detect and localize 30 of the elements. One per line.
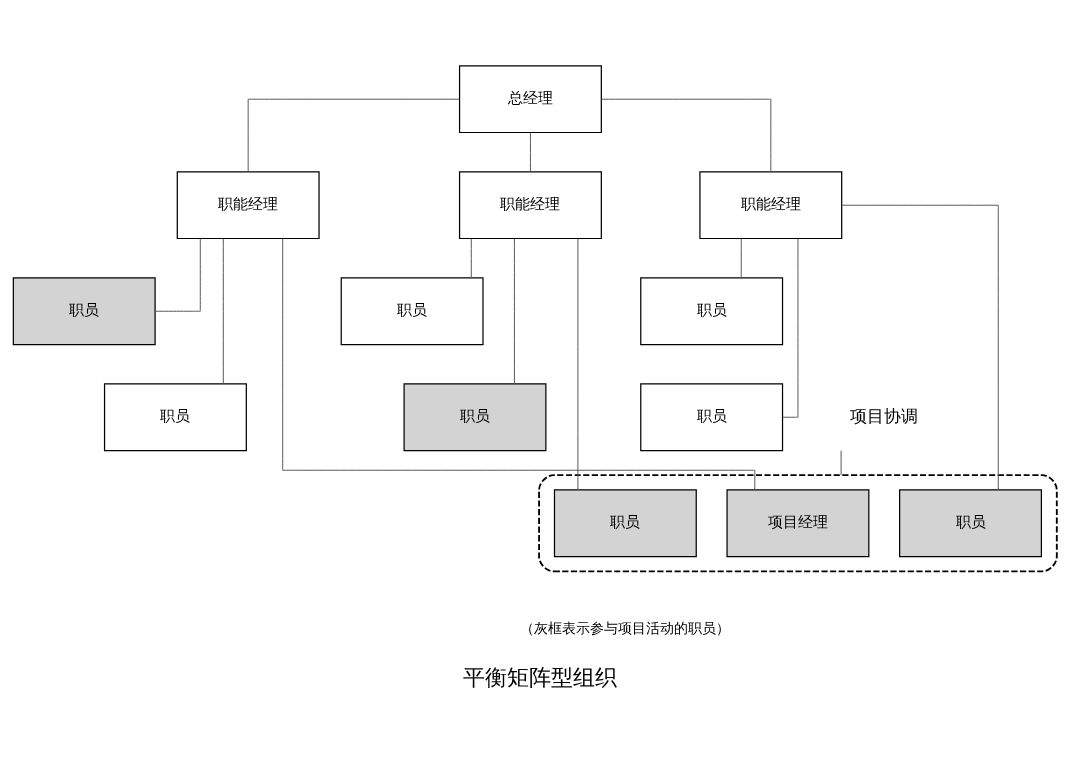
node-box: 职员 xyxy=(553,489,697,558)
connector xyxy=(154,238,201,312)
connector xyxy=(470,238,472,279)
connector xyxy=(841,204,999,491)
connector xyxy=(740,238,742,279)
node-box: 职员 xyxy=(340,277,484,346)
node-box: 职能经理 xyxy=(176,171,320,240)
node-box: 项目经理 xyxy=(726,489,870,558)
connector xyxy=(529,132,531,173)
connector xyxy=(247,98,460,173)
node-box: 职员 xyxy=(899,489,1042,558)
node-box: 职能经理 xyxy=(699,171,843,240)
connector xyxy=(601,98,772,173)
node-box: 总经理 xyxy=(458,65,602,134)
connector xyxy=(577,238,579,491)
connector xyxy=(782,238,799,418)
connector xyxy=(282,238,756,490)
node-box: 职员 xyxy=(103,383,247,452)
cluster xyxy=(538,474,1058,573)
connector xyxy=(840,450,842,476)
node-box: 职员 xyxy=(640,383,784,452)
node-box: 职员 xyxy=(403,383,547,452)
node-box: 职员 xyxy=(640,277,784,346)
node-box: 职员 xyxy=(12,277,156,346)
label: （灰框表示参与项目活动的职员） xyxy=(520,619,731,636)
connector xyxy=(222,238,224,385)
node-box: 职能经理 xyxy=(458,171,602,240)
node-text: 项目协调 xyxy=(850,405,919,426)
connector xyxy=(513,238,515,385)
caption: 平衡矩阵型组织 xyxy=(463,664,617,691)
